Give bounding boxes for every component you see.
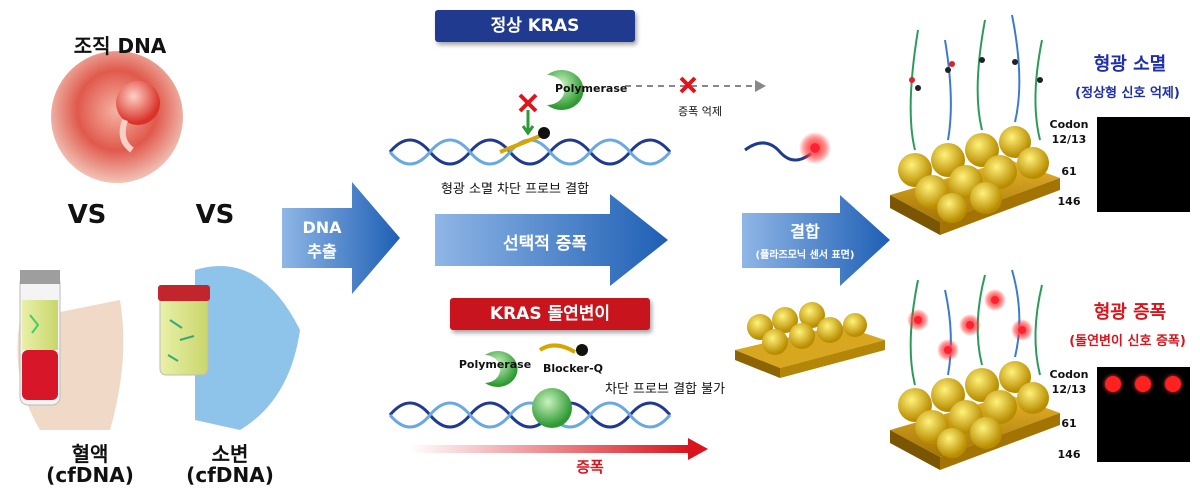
normal-polymerase-label: Polymerase bbox=[555, 82, 628, 95]
suppress-arrow bbox=[625, 76, 766, 94]
mutant-polymerase-bound bbox=[532, 388, 572, 428]
top-row-146: 146 bbox=[1057, 195, 1081, 208]
selective-amplify-label: 선택적 증폭 bbox=[502, 234, 588, 254]
urine-jar-image bbox=[158, 266, 300, 430]
urine-sublabel: (cfDNA) bbox=[186, 463, 274, 487]
tissue-image bbox=[51, 51, 183, 183]
sensor-surface-top bbox=[890, 14, 1060, 235]
amplify-arrow bbox=[410, 438, 708, 460]
top-row-61: 61 bbox=[1061, 165, 1077, 178]
mutant-dna-helix bbox=[388, 401, 672, 429]
signal-spot bbox=[1165, 376, 1181, 392]
top-codon-num: 12/13 bbox=[1051, 133, 1087, 146]
normal-block-mark bbox=[518, 93, 538, 136]
normal-kras-banner: 정상 KRAS bbox=[435, 10, 635, 42]
urine-label: 소변 bbox=[211, 442, 249, 466]
blocker-label: Blocker-Q bbox=[542, 362, 604, 375]
extract-label-2: 추출 bbox=[307, 242, 337, 261]
sensor-surface-bottom bbox=[890, 269, 1060, 470]
sensor-surface-small bbox=[735, 302, 885, 378]
blocker-probe bbox=[538, 343, 588, 356]
top-codon-label: Codon bbox=[1049, 118, 1089, 131]
blood-sublabel: (cfDNA) bbox=[46, 463, 134, 487]
arrow-extract bbox=[282, 182, 400, 294]
bottom-codon-label: Codon bbox=[1049, 368, 1089, 381]
mutant-kras-banner: KRAS 돌연변이 bbox=[450, 298, 650, 330]
normal-dna-helix bbox=[388, 127, 672, 166]
blood-label: 혈액 bbox=[71, 442, 109, 466]
amplify-label: 증폭 bbox=[576, 458, 604, 476]
no-bind-label: 차단 프로브 결합 불가 bbox=[605, 382, 726, 397]
quench-title: 형광 소멸 bbox=[1093, 54, 1167, 75]
signal-spot bbox=[1105, 376, 1121, 392]
vs-right: VS bbox=[195, 200, 235, 230]
blood-tube-image bbox=[17, 270, 124, 430]
normal-polymerase bbox=[547, 70, 584, 110]
bottom-row-146: 146 bbox=[1057, 448, 1081, 461]
signal-spot bbox=[1135, 376, 1151, 392]
tissue-label: 조직 DNA bbox=[73, 34, 167, 58]
quench-signal-panel bbox=[1097, 117, 1190, 212]
arrow-selective bbox=[435, 194, 668, 286]
quench-subtitle: (정상형 신호 억제) bbox=[1075, 86, 1180, 101]
bottom-codon-num: 12/13 bbox=[1051, 383, 1087, 396]
mutant-polymerase-label: Polymerase bbox=[458, 358, 532, 371]
amplify-signal-panel bbox=[1097, 367, 1190, 462]
extract-label-1: DNA bbox=[302, 218, 342, 237]
arrow-bind bbox=[742, 195, 890, 286]
vs-left: VS bbox=[67, 200, 107, 230]
bind-sublabel: (플라즈모닉 센서 표면) bbox=[755, 250, 855, 261]
fluorescent-strand bbox=[744, 132, 831, 164]
probe-bind-label: 형광 소멸 차단 프로브 결합 bbox=[440, 182, 590, 197]
bind-label: 결합 bbox=[790, 222, 820, 241]
amplify-subtitle: (돌연변이 신호 증폭) bbox=[1069, 334, 1186, 349]
amplify-title: 형광 증폭 bbox=[1093, 302, 1167, 323]
bottom-row-61: 61 bbox=[1061, 417, 1077, 430]
mutant-polymerase-free bbox=[485, 351, 518, 388]
suppress-label: 증폭 억제 bbox=[678, 105, 722, 118]
